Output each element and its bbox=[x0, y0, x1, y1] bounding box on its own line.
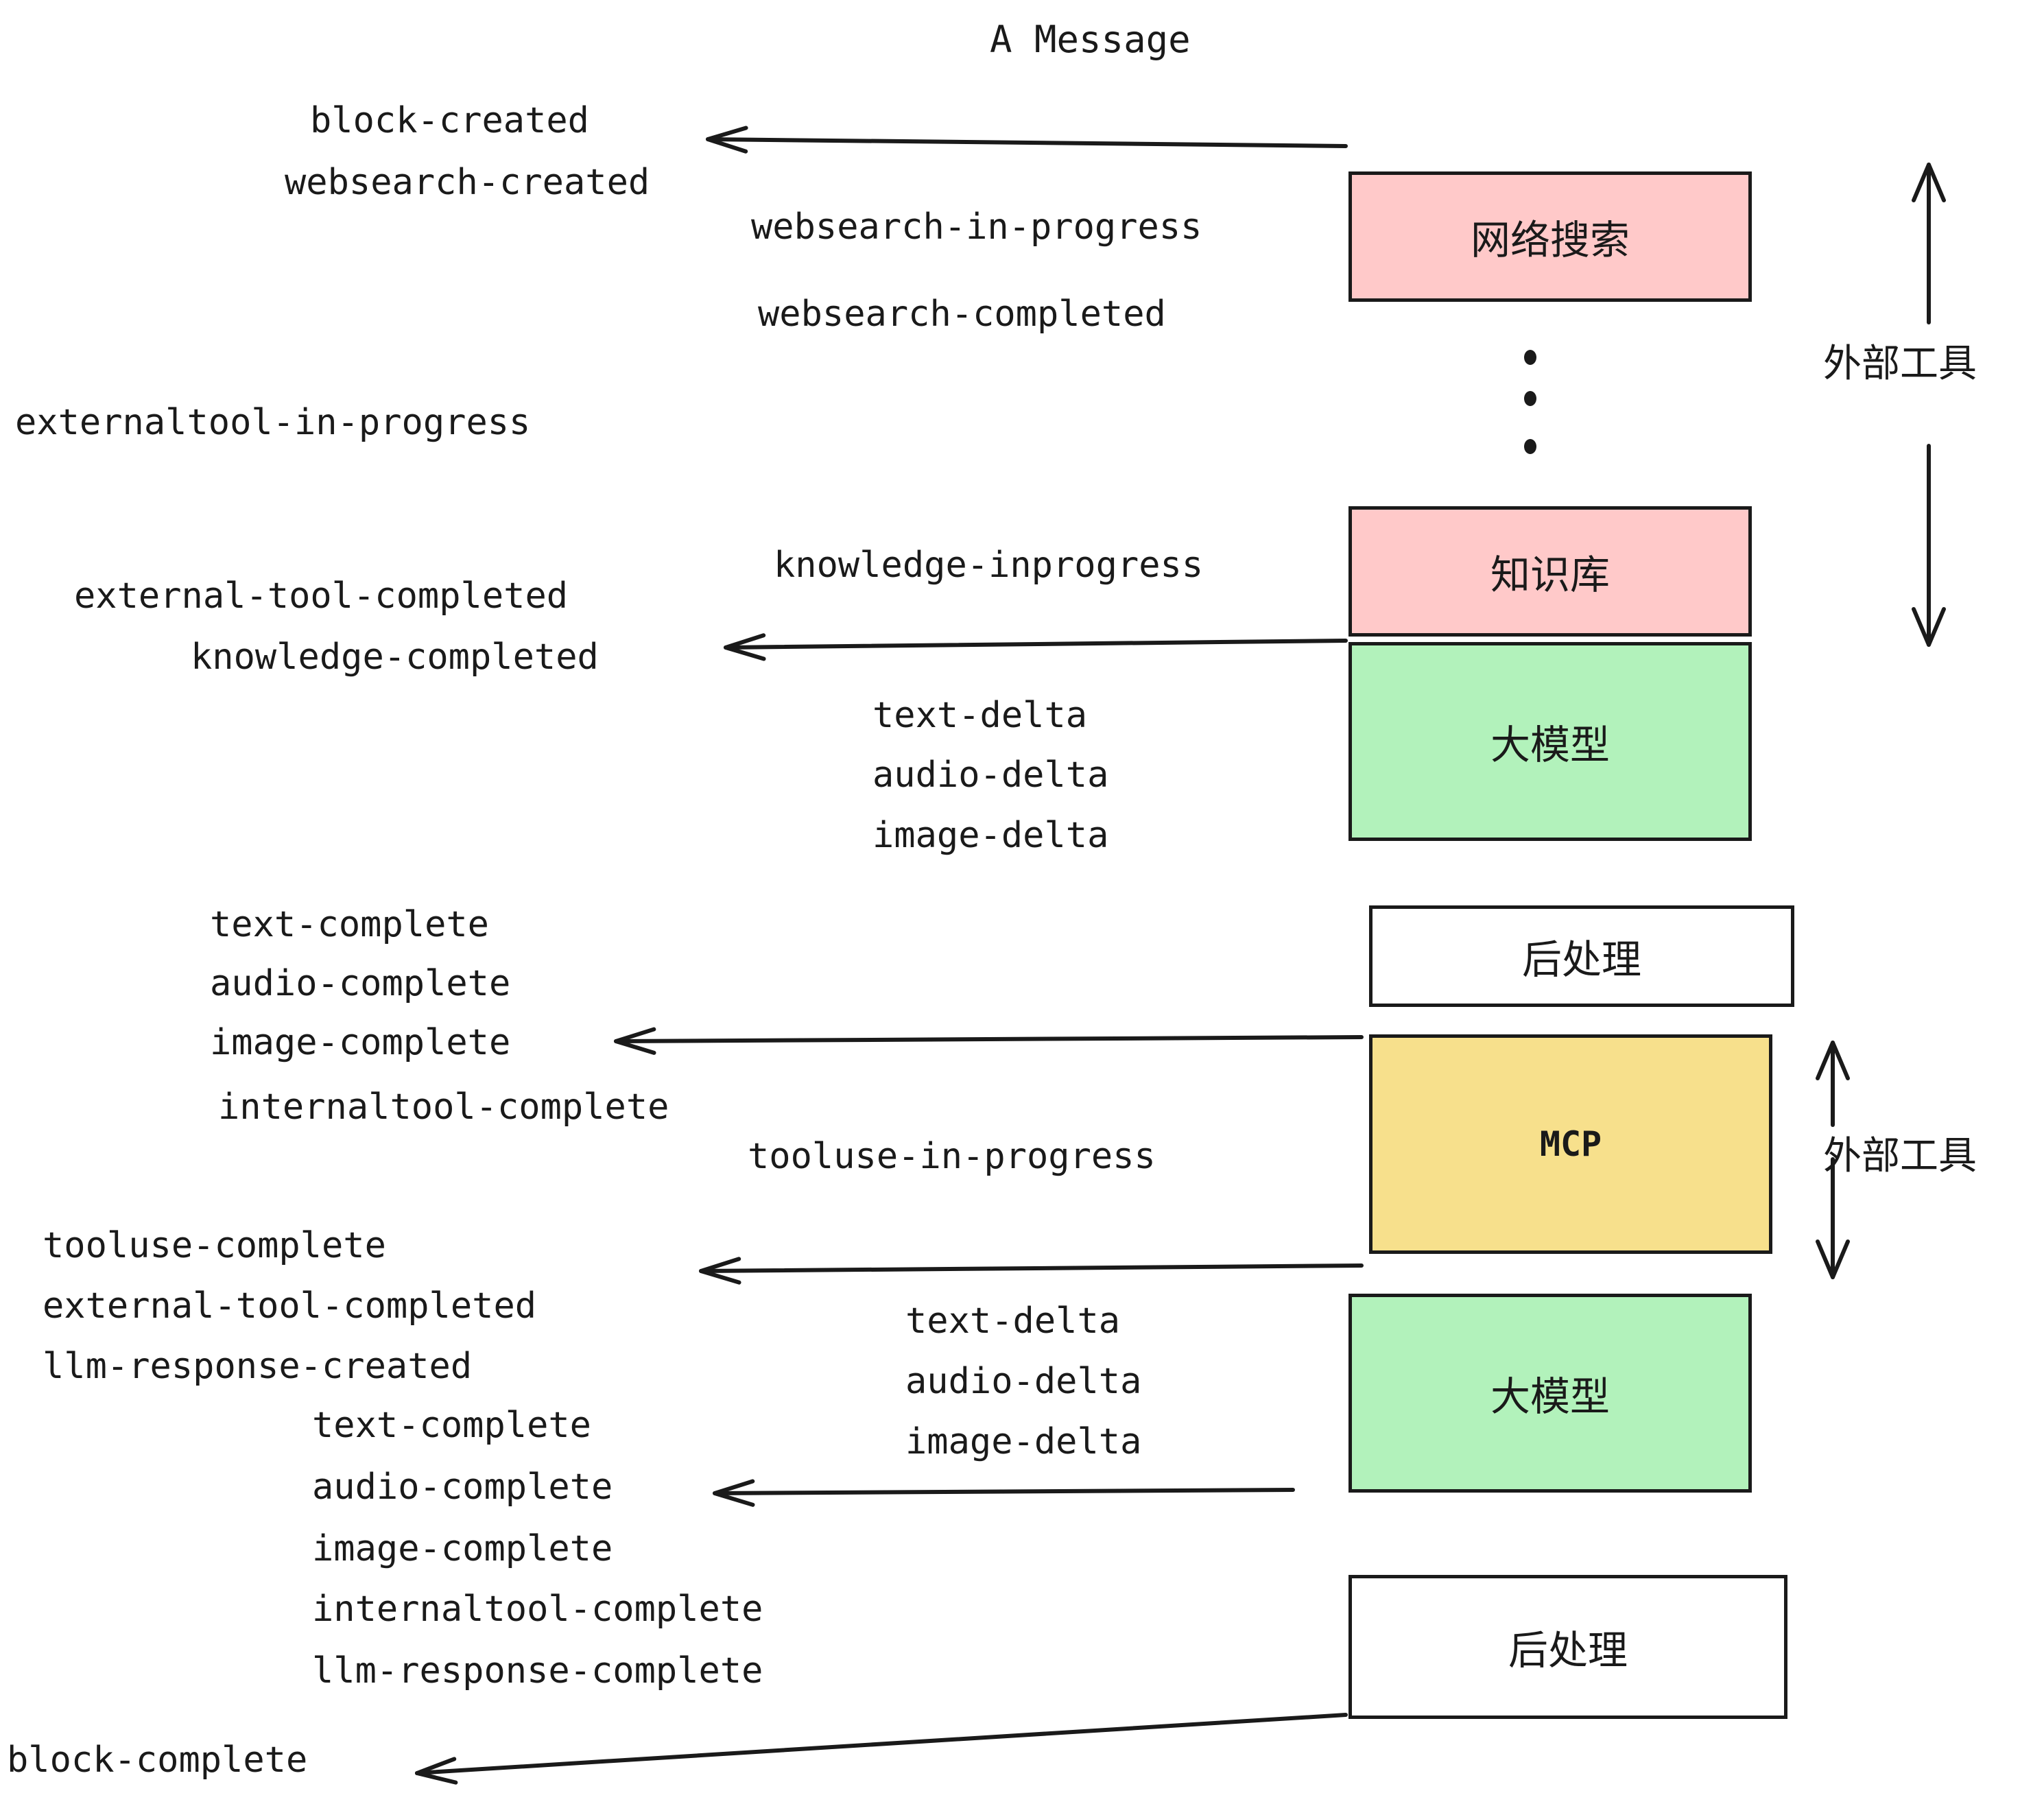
side-label-external-tool-bottom: 外部工具 bbox=[1823, 1134, 1977, 1178]
box-label-llm-2: 大模型 bbox=[1490, 1373, 1610, 1420]
label-audio-complete-2: audio-complete bbox=[312, 1467, 613, 1508]
label-text-delta-1: text-delta bbox=[872, 695, 1088, 736]
label-image-complete-1: image-complete bbox=[210, 1022, 511, 1063]
label-knowledge-completed: knowledge-completed bbox=[191, 637, 599, 678]
box-label-postproc-1: 后处理 bbox=[1521, 936, 1641, 983]
arrow-postproc-to-image bbox=[614, 1027, 1364, 1055]
external-tool-top-down bbox=[1912, 444, 1946, 647]
label-image-complete-2: image-complete bbox=[312, 1528, 613, 1569]
arrow-mcp-to-tooluse-shaft bbox=[699, 1263, 1364, 1273]
arrow-websearch-to-block bbox=[706, 126, 1348, 154]
label-text-delta-2: text-delta bbox=[905, 1301, 1121, 1342]
box-label-knowledge: 知识库 bbox=[1490, 551, 1610, 598]
arrow-knowledge-to-left bbox=[724, 633, 1348, 661]
box-websearch: 网络搜索 bbox=[1348, 171, 1752, 302]
box-label-postproc-2: 后处理 bbox=[1508, 1627, 1628, 1674]
arrow-mcp-to-tooluse bbox=[699, 1257, 1364, 1285]
box-label-mcp: MCP bbox=[1539, 1124, 1602, 1164]
label-externaltool-in-progress: externaltool-in-progress bbox=[15, 402, 531, 443]
label-llm-response-created: llm-response-created bbox=[43, 1346, 473, 1387]
label-block-complete: block-complete bbox=[7, 1740, 308, 1781]
ellipsis-dot-2 bbox=[1524, 391, 1536, 406]
ellipsis-dot-3 bbox=[1524, 439, 1536, 454]
box-postproc-2: 后处理 bbox=[1348, 1575, 1787, 1719]
box-postproc-1: 后处理 bbox=[1369, 905, 1794, 1007]
box-llm-2: 大模型 bbox=[1348, 1294, 1752, 1493]
arrow-postproc-to-image-arrowhead-icon bbox=[614, 1027, 656, 1055]
arrow-llm2-to-audio-shaft bbox=[713, 1488, 1295, 1495]
arrow-websearch-to-block-arrowhead-icon bbox=[706, 126, 748, 154]
arrow-mcp-to-tooluse-arrowhead-icon bbox=[699, 1257, 741, 1285]
arrow-postproc2-to-block-shaft bbox=[415, 1713, 1348, 1775]
label-external-tool-completed-2: external-tool-completed bbox=[43, 1285, 537, 1327]
label-text-complete-2: text-complete bbox=[312, 1405, 591, 1446]
label-websearch-created: websearch-created bbox=[285, 162, 650, 203]
external-tool-top-up bbox=[1912, 163, 1946, 324]
arrow-knowledge-to-left-shaft bbox=[724, 639, 1348, 650]
label-internaltool-complete-1: internaltool-complete bbox=[218, 1087, 669, 1128]
label-audio-delta-1: audio-delta bbox=[872, 755, 1109, 796]
label-knowledge-inprogress: knowledge-inprogress bbox=[774, 545, 1204, 586]
box-label-websearch: 网络搜索 bbox=[1470, 217, 1630, 263]
external-tool-top-up-arrowhead-icon bbox=[1912, 163, 1946, 202]
box-llm-1: 大模型 bbox=[1348, 642, 1752, 841]
arrow-websearch-to-block-shaft bbox=[706, 137, 1348, 148]
arrow-postproc2-to-block-arrowhead-icon bbox=[415, 1757, 458, 1785]
label-image-delta-1: image-delta bbox=[872, 815, 1109, 856]
ellipsis-dot-1 bbox=[1524, 350, 1536, 365]
label-websearch-completed: websearch-completed bbox=[758, 294, 1166, 335]
label-llm-response-complete: llm-response-complete bbox=[312, 1650, 763, 1692]
arrow-llm2-to-audio-arrowhead-icon bbox=[713, 1479, 755, 1507]
external-tool-bot-up-arrowhead-icon bbox=[1816, 1041, 1850, 1080]
label-image-delta-2: image-delta bbox=[905, 1421, 1142, 1462]
label-text-complete-1: text-complete bbox=[210, 904, 489, 945]
external-tool-bot-down-arrowhead-icon bbox=[1816, 1239, 1850, 1279]
label-websearch-in-progress: websearch-in-progress bbox=[751, 206, 1202, 248]
label-audio-complete-1: audio-complete bbox=[210, 963, 511, 1004]
arrow-llm2-to-audio bbox=[713, 1479, 1295, 1507]
arrow-postproc2-to-block bbox=[415, 1713, 1348, 1785]
label-tooluse-complete: tooluse-complete bbox=[43, 1225, 386, 1266]
external-tool-top-down-arrowhead-icon bbox=[1912, 607, 1946, 647]
label-tooluse-in-progress: tooluse-in-progress bbox=[748, 1136, 1156, 1177]
box-label-llm-1: 大模型 bbox=[1490, 722, 1610, 768]
label-audio-delta-2: audio-delta bbox=[905, 1361, 1142, 1402]
arrow-knowledge-to-left-arrowhead-icon bbox=[724, 633, 766, 661]
external-tool-bot-up bbox=[1816, 1041, 1850, 1127]
external-tool-bot-down bbox=[1816, 1157, 1850, 1279]
side-label-external-tool-top: 外部工具 bbox=[1823, 342, 1977, 386]
arrow-postproc-to-image-shaft bbox=[614, 1035, 1364, 1043]
box-knowledge: 知识库 bbox=[1348, 506, 1752, 637]
box-mcp: MCP bbox=[1369, 1034, 1772, 1254]
label-internaltool-complete-2: internaltool-complete bbox=[312, 1589, 763, 1630]
label-external-tool-completed-1: external-tool-completed bbox=[74, 575, 569, 617]
label-block-created: block-created bbox=[310, 100, 589, 141]
page-title: A Message bbox=[990, 18, 1191, 61]
